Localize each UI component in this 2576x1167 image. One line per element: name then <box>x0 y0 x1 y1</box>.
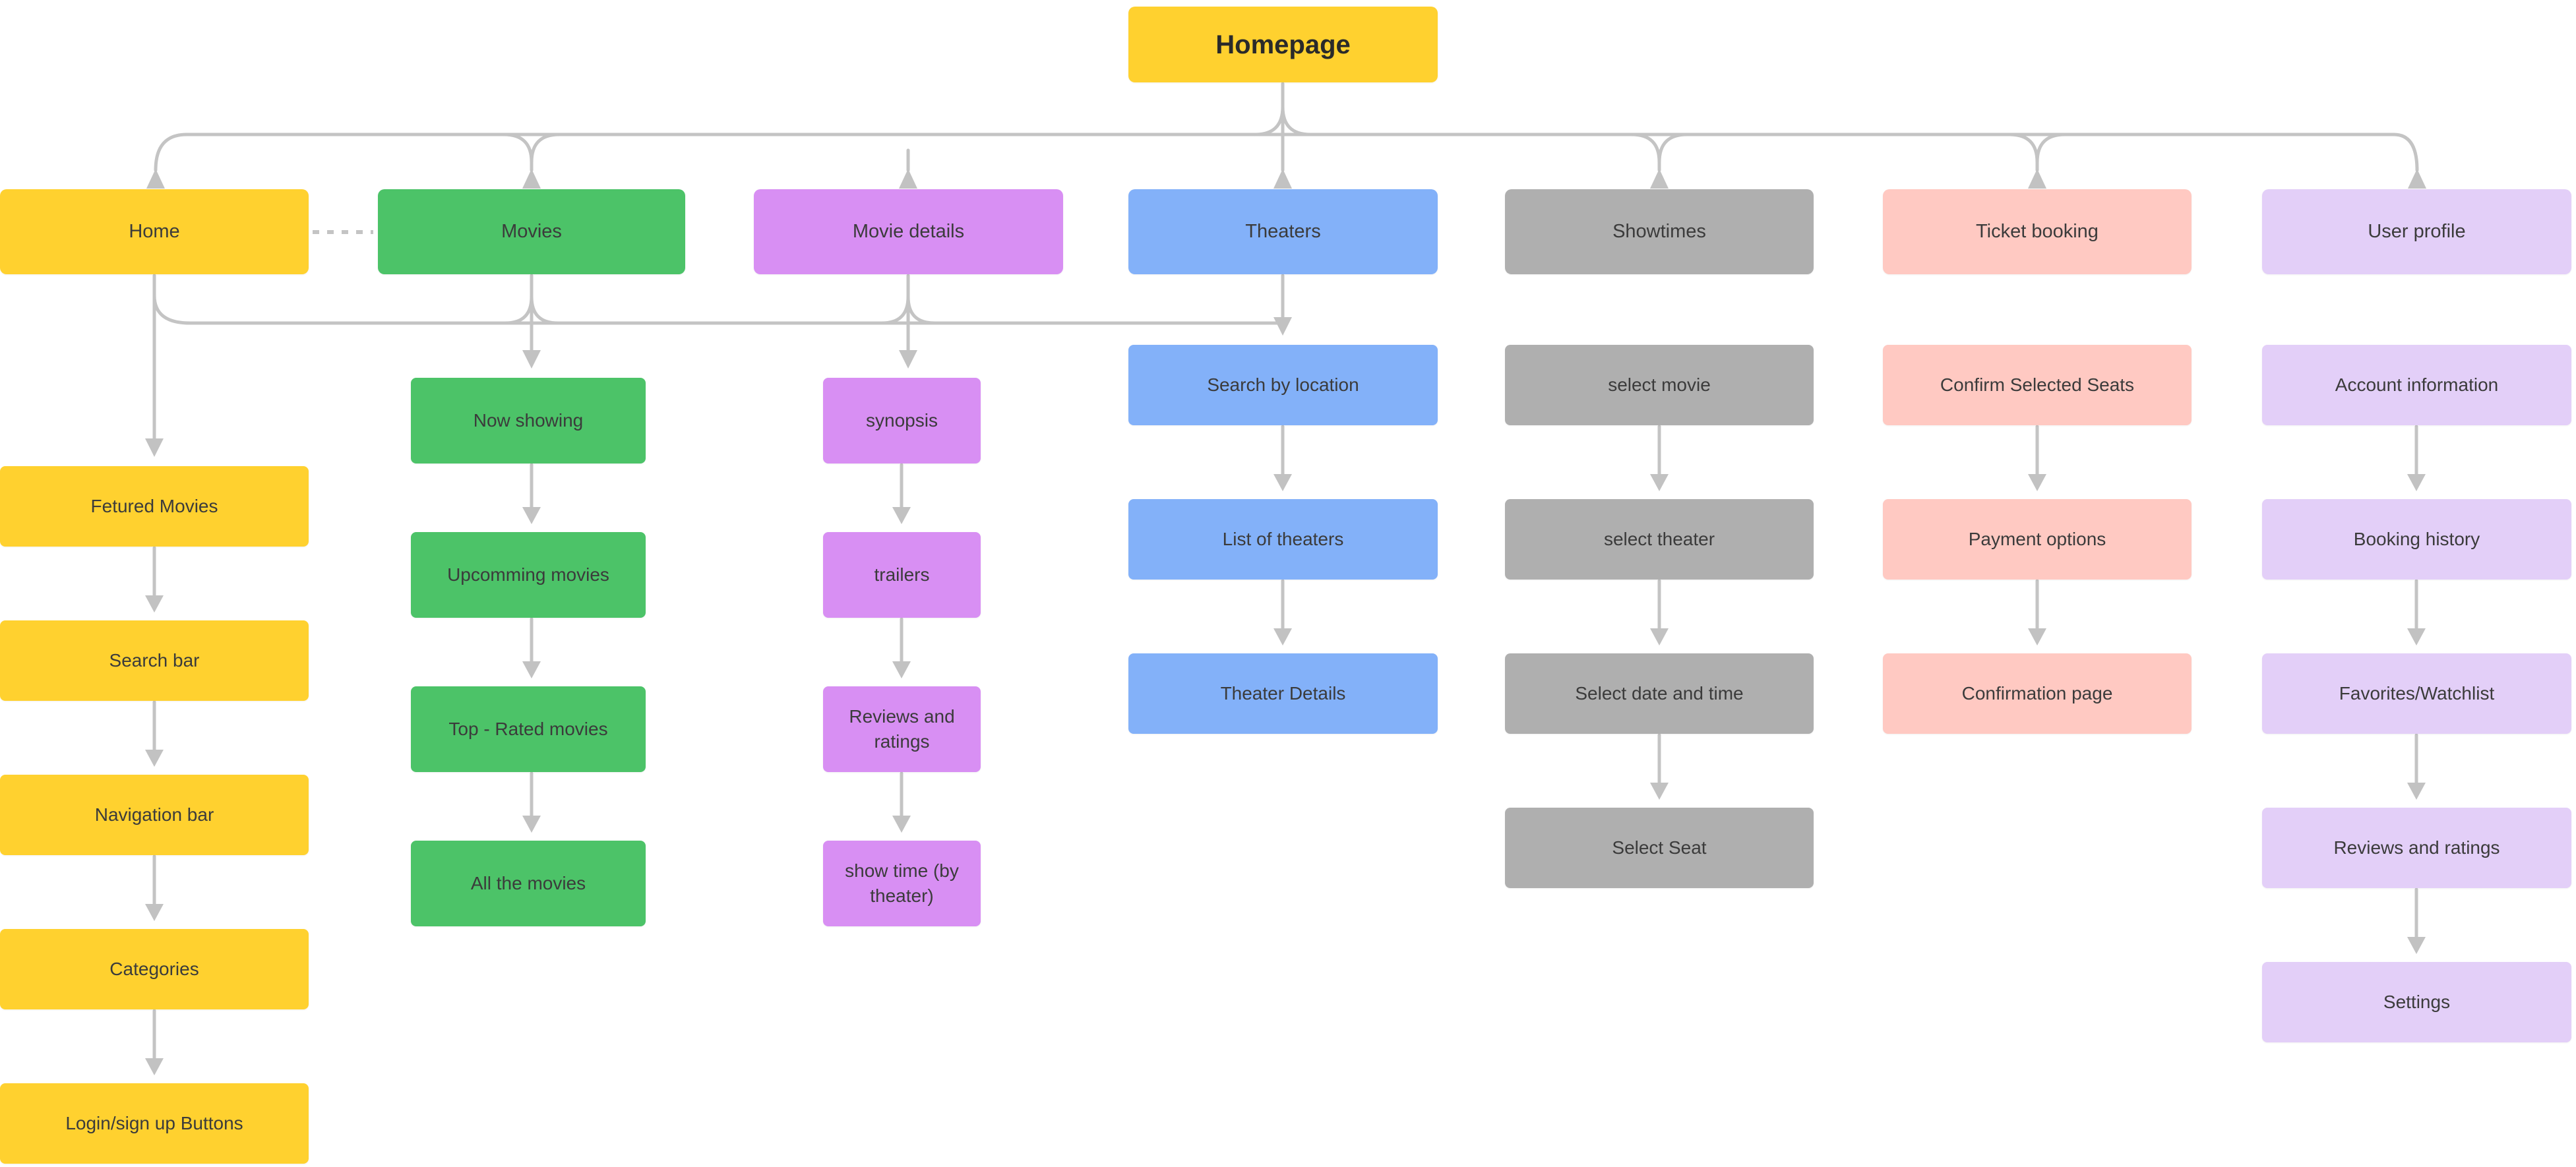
node-now-showing[interactable]: Now showing <box>411 378 646 464</box>
node-movies[interactable]: Movies <box>378 189 685 274</box>
arrow-into-movies <box>522 169 541 189</box>
arrow-into-movie-details <box>899 169 917 189</box>
node-synopsis[interactable]: synopsis <box>823 378 981 464</box>
node-showtimes[interactable]: Showtimes <box>1505 189 1814 274</box>
node-ticket-booking[interactable]: Ticket booking <box>1883 189 2192 274</box>
branch-user-profile <box>2392 133 2419 172</box>
node-upcomming-movies[interactable]: Upcomming movies <box>411 532 646 618</box>
node-reviews-and-ratings[interactable]: Reviews and ratings <box>823 686 981 772</box>
node-login-signup-buttons[interactable]: Login/sign up Buttons <box>0 1083 309 1164</box>
node-settings[interactable]: Settings <box>2262 962 2571 1042</box>
node-home[interactable]: Home <box>0 189 309 274</box>
node-trailers[interactable]: trailers <box>823 532 981 618</box>
arrow-into-user-profile <box>2408 169 2426 189</box>
node-theaters[interactable]: Theaters <box>1128 189 1438 274</box>
node-confirmation-page[interactable]: Confirmation page <box>1883 653 2192 734</box>
arrow-into-showtimes <box>1650 169 1669 189</box>
node-payment-options[interactable]: Payment options <box>1883 499 2192 580</box>
node-select-date-and-time[interactable]: Select date and time <box>1505 653 1814 734</box>
arrowheads <box>145 169 2426 1075</box>
node-select-movie[interactable]: select movie <box>1505 345 1814 425</box>
arrow-into-theaters <box>1273 169 1292 189</box>
node-categories[interactable]: Categories <box>0 929 309 1009</box>
node-fetured-movies[interactable]: Fetured Movies <box>0 466 309 547</box>
node-show-time-by-theater[interactable]: show time (by theater) <box>823 841 981 926</box>
second-level-connectors <box>152 274 1285 440</box>
node-top-rated-movies[interactable]: Top - Rated movies <box>411 686 646 772</box>
node-favorites-watchlist[interactable]: Favorites/Watchlist <box>2262 653 2571 734</box>
node-confirm-selected-seats[interactable]: Confirm Selected Seats <box>1883 345 2192 425</box>
node-reviews-and-ratings-profile[interactable]: Reviews and ratings <box>2262 808 2571 888</box>
top-level-connectors <box>154 82 2419 172</box>
node-all-the-movies[interactable]: All the movies <box>411 841 646 926</box>
node-booking-history[interactable]: Booking history <box>2262 499 2571 580</box>
branch-home <box>154 133 189 172</box>
arrow-into-home <box>146 169 165 189</box>
node-homepage[interactable]: Homepage <box>1128 7 1438 82</box>
node-account-information[interactable]: Account information <box>2262 345 2571 425</box>
node-select-seat[interactable]: Select Seat <box>1505 808 1814 888</box>
node-navigation-bar[interactable]: Navigation bar <box>0 775 309 855</box>
node-theater-details[interactable]: Theater Details <box>1128 653 1438 734</box>
node-list-of-theaters[interactable]: List of theaters <box>1128 499 1438 580</box>
node-movie-details[interactable]: Movie details <box>754 189 1063 274</box>
node-select-theater[interactable]: select theater <box>1505 499 1814 580</box>
node-search-bar[interactable]: Search bar <box>0 620 309 701</box>
node-search-by-location[interactable]: Search by location <box>1128 345 1438 425</box>
node-user-profile[interactable]: User profile <box>2262 189 2571 274</box>
column-connectors <box>152 425 2418 1060</box>
arrow-into-ticket-booking <box>2028 169 2046 189</box>
